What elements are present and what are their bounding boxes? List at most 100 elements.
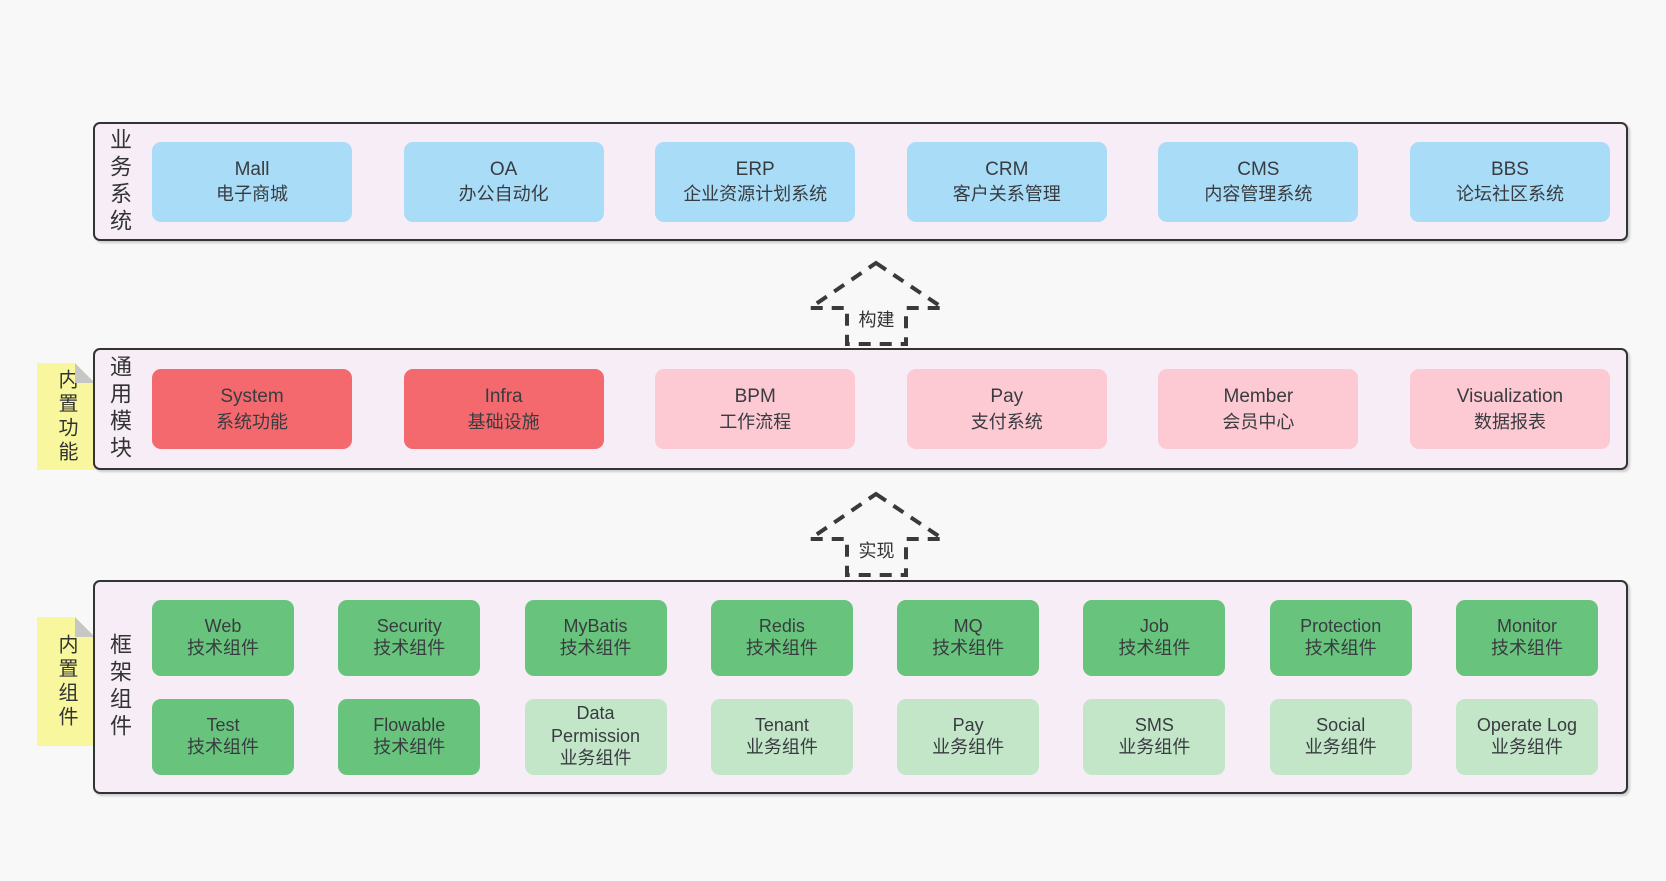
box-monitor-name: Monitor xyxy=(1496,615,1557,636)
box-operate-log-desc: 业务组件 xyxy=(1490,737,1563,758)
box-crm-name: CRM xyxy=(985,158,1029,180)
box-test: Test 技术组件 xyxy=(152,698,294,775)
box-security: Security 技术组件 xyxy=(338,599,481,676)
box-operate-log: Operate Log 业务组件 xyxy=(1455,698,1598,775)
box-bpm: BPM 工作流程 xyxy=(655,369,856,449)
band-common-modules: 通用模块 System 系统功能 Infra 基础设施 BPM 工作流程 Pay… xyxy=(93,348,1628,470)
box-crm: CRM 客户关系管理 xyxy=(906,141,1107,222)
box-mq-desc: 技术组件 xyxy=(932,638,1005,659)
arrow-implement-label: 实现 xyxy=(855,536,898,564)
box-system-desc: 系统功能 xyxy=(216,411,288,432)
box-tenant-desc: 业务组件 xyxy=(745,737,818,758)
box-operate-log-name: Operate Log xyxy=(1476,714,1577,735)
box-erp: ERP 企业资源计划系统 xyxy=(655,141,856,222)
band-business-systems: 业务系统 Mall 电子商城 OA 办公自动化 ERP 企业资源计划系统 CRM… xyxy=(93,122,1628,241)
box-data-permission-name: Data Permission xyxy=(551,703,641,746)
box-flowable: Flowable 技术组件 xyxy=(338,698,481,775)
box-mall-desc: 电子商城 xyxy=(216,184,288,205)
box-security-desc: 技术组件 xyxy=(373,638,446,659)
box-pay-desc: 支付系统 xyxy=(970,411,1043,432)
box-pay: Pay 支付系统 xyxy=(906,369,1107,449)
box-pay-component: Pay 业务组件 xyxy=(897,698,1040,775)
up-block-arrow-icon xyxy=(806,260,947,346)
sticky-built-in-components-label: 内置组件 xyxy=(55,633,77,730)
box-job-desc: 技术组件 xyxy=(1118,638,1191,659)
box-member-name: Member xyxy=(1223,386,1294,408)
box-bpm-name: BPM xyxy=(734,386,776,408)
box-web-name: Web xyxy=(204,615,242,636)
box-erp-name: ERP xyxy=(735,158,775,180)
box-monitor-desc: 技术组件 xyxy=(1490,638,1563,659)
arrow-build: 构建 xyxy=(806,259,947,348)
box-visualization: Visualization 数据报表 xyxy=(1409,369,1610,449)
box-oa-name: OA xyxy=(489,158,518,180)
business-systems-boxes: Mall 电子商城 OA 办公自动化 ERP 企业资源计划系统 CRM 客户关系… xyxy=(152,141,1610,222)
box-pay-component-name: Pay xyxy=(952,714,984,735)
box-social: Social 业务组件 xyxy=(1269,698,1412,775)
box-redis-desc: 技术组件 xyxy=(745,638,818,659)
box-oa-desc: 办公自动化 xyxy=(458,184,549,205)
box-protection-name: Protection xyxy=(1300,615,1382,636)
box-bpm-desc: 工作流程 xyxy=(719,411,792,432)
box-sms: SMS 业务组件 xyxy=(1083,698,1226,775)
box-system: System 系统功能 xyxy=(152,369,352,449)
sticky-built-in-features: 内置功能 xyxy=(37,363,95,470)
box-bbs: BBS 论坛社区系统 xyxy=(1409,141,1610,222)
box-cms-name: CMS xyxy=(1237,158,1280,180)
sticky-fold-icon xyxy=(75,617,95,637)
box-flowable-name: Flowable xyxy=(373,714,446,735)
box-crm-desc: 客户关系管理 xyxy=(952,184,1061,205)
box-flowable-desc: 技术组件 xyxy=(373,737,446,758)
common-modules-boxes: System 系统功能 Infra 基础设施 BPM 工作流程 Pay 支付系统… xyxy=(152,369,1610,449)
box-test-name: Test xyxy=(206,714,240,735)
box-pay-name: Pay xyxy=(990,386,1024,408)
box-mq-name: MQ xyxy=(953,615,983,636)
box-cms-desc: 内容管理系统 xyxy=(1204,184,1313,205)
sticky-fold-icon xyxy=(75,363,95,383)
framework-components-row-1: Web 技术组件 Security 技术组件 MyBatis 技术组件 Redi… xyxy=(152,599,1598,676)
box-mybatis-desc: 技术组件 xyxy=(559,638,632,659)
sticky-built-in-features-label: 内置功能 xyxy=(55,368,77,465)
band-framework-components-label: 框架组件 xyxy=(107,633,132,741)
box-visualization-name: Visualization xyxy=(1456,386,1564,408)
box-infra-desc: 基础设施 xyxy=(467,411,540,432)
band-business-systems-label: 业务系统 xyxy=(107,127,132,236)
box-job-name: Job xyxy=(1139,615,1169,636)
box-job: Job 技术组件 xyxy=(1083,599,1226,676)
box-sms-desc: 业务组件 xyxy=(1118,737,1191,758)
box-social-desc: 业务组件 xyxy=(1304,737,1377,758)
box-data-permission-desc: 业务组件 xyxy=(559,748,632,769)
box-social-name: Social xyxy=(1316,714,1366,735)
box-sms-name: SMS xyxy=(1134,714,1174,735)
box-data-permission: Data Permission 业务组件 xyxy=(524,698,667,775)
box-monitor: Monitor 技术组件 xyxy=(1455,599,1598,676)
box-member: Member 会员中心 xyxy=(1158,369,1359,449)
box-cms: CMS 内容管理系统 xyxy=(1158,141,1359,222)
box-mybatis: MyBatis 技术组件 xyxy=(524,599,667,676)
box-infra: Infra 基础设施 xyxy=(403,369,604,449)
box-tenant-name: Tenant xyxy=(754,714,809,735)
framework-components-rows: Web 技术组件 Security 技术组件 MyBatis 技术组件 Redi… xyxy=(152,599,1598,775)
box-oa: OA 办公自动化 xyxy=(403,141,604,222)
box-erp-desc: 企业资源计划系统 xyxy=(683,184,828,205)
box-web-desc: 技术组件 xyxy=(187,638,259,659)
box-redis-name: Redis xyxy=(758,615,805,636)
arrow-build-label: 构建 xyxy=(855,305,898,333)
box-security-name: Security xyxy=(376,615,442,636)
framework-components-row-2: Test 技术组件 Flowable 技术组件 Data Permission … xyxy=(152,698,1598,775)
box-web: Web 技术组件 xyxy=(152,599,294,676)
box-mall: Mall 电子商城 xyxy=(152,141,352,222)
box-mybatis-name: MyBatis xyxy=(563,615,628,636)
band-common-modules-label: 通用模块 xyxy=(107,355,132,463)
box-mall-name: Mall xyxy=(234,158,270,180)
box-member-desc: 会员中心 xyxy=(1222,411,1295,432)
box-redis: Redis 技术组件 xyxy=(710,599,853,676)
box-system-name: System xyxy=(220,386,284,408)
arrow-implement: 实现 xyxy=(806,490,947,579)
box-visualization-desc: 数据报表 xyxy=(1473,411,1546,432)
box-pay-component-desc: 业务组件 xyxy=(932,737,1005,758)
box-bbs-name: BBS xyxy=(1490,158,1529,180)
up-block-arrow-icon xyxy=(806,491,947,577)
band-framework-components: 框架组件 Web 技术组件 Security 技术组件 MyBatis 技术组件… xyxy=(93,580,1628,794)
